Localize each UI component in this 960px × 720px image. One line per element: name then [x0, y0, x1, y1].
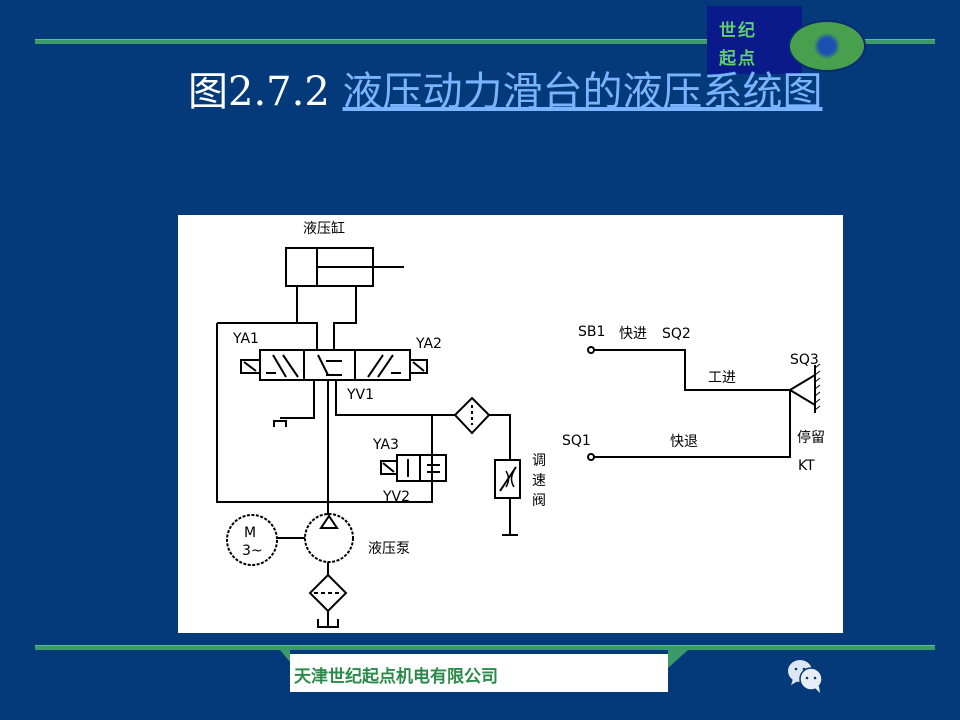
- logo-text-2: 起点: [719, 49, 757, 69]
- pump-label: 液压泵: [368, 541, 410, 557]
- title-link[interactable]: 液压动力滑台的液压系统图: [342, 69, 823, 115]
- top-divider: [35, 39, 935, 44]
- ya2-label: YA2: [415, 336, 442, 352]
- motor-symbol: [226, 514, 278, 566]
- slide-title: 图2.7.2 液压动力滑台的液压系统图: [188, 66, 908, 118]
- fast-return-label: 快退: [670, 434, 698, 450]
- company-logo: 世纪 起点: [707, 6, 802, 74]
- valve-yv1: [240, 349, 428, 381]
- speed-valve-symbol: [494, 459, 521, 499]
- figure-number: 图2.7.2: [188, 69, 343, 115]
- work-feed-label: 工进: [708, 370, 736, 386]
- motor-label: M: [244, 525, 256, 541]
- yv1-label: YV1: [346, 387, 374, 403]
- dwell-label: 停留: [797, 429, 825, 446]
- sq2-label: SQ2: [662, 326, 691, 342]
- cylinder-label: 液压缸: [303, 220, 345, 237]
- sq1-label: SQ1: [562, 433, 591, 449]
- cylinder-symbol: [285, 247, 404, 287]
- pump-symbol: [304, 513, 354, 563]
- company-footer: 天津世纪起点机电有限公司: [290, 654, 668, 692]
- sb1-label: SB1: [578, 324, 605, 340]
- bottom-divider: [35, 645, 935, 650]
- footer-decoration-right: [668, 650, 688, 668]
- valve-yv2: [380, 454, 447, 482]
- motor-phase-label: 3~: [242, 543, 263, 559]
- hydraulic-diagram: 液压缸 YA1 YA2 YV1: [178, 215, 843, 633]
- company-name: 天津世纪起点机电有限公司: [294, 667, 498, 687]
- ya3-label: YA3: [372, 437, 399, 453]
- pipes: [216, 286, 518, 536]
- speed-valve-label-3: 阀: [532, 493, 546, 509]
- logo-text-1: 世纪: [719, 21, 757, 41]
- work-cycle-diagram: [587, 346, 821, 461]
- filter-symbol: [453, 396, 491, 435]
- sq3-label: SQ3: [790, 352, 819, 368]
- kt-label: KT: [798, 458, 815, 474]
- speed-valve-label-1: 调: [532, 453, 546, 469]
- wechat-icon: [788, 660, 823, 693]
- ya1-label: YA1: [232, 331, 259, 347]
- speed-valve-label-2: 速: [532, 473, 546, 489]
- footer-decoration-left: [280, 650, 290, 662]
- logo-leaf-icon: [788, 20, 866, 72]
- yv2-label: YV2: [382, 489, 410, 505]
- fast-forward-label: 快进: [619, 326, 647, 342]
